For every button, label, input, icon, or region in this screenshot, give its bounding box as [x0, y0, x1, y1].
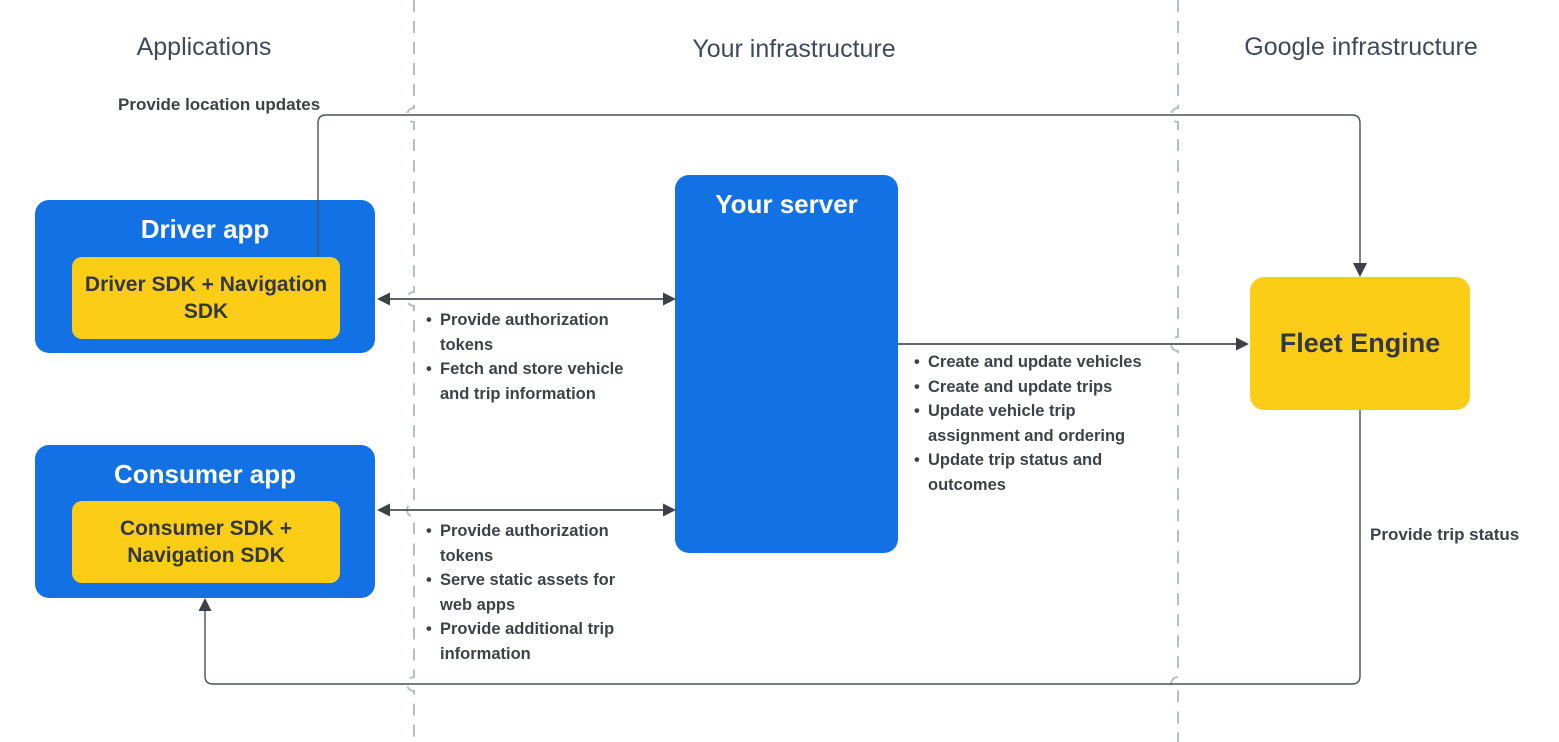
- driver-server-bullets: Provide authorization tokensFetch and st…: [424, 308, 630, 406]
- arrowhead-consumer-bottom: [198, 598, 212, 611]
- column-header-your-infrastructure: Your infrastructure: [692, 35, 896, 63]
- node-your-server: Your server: [675, 175, 898, 553]
- column-header-google-infrastructure: Google infrastructure: [1244, 33, 1478, 61]
- bullet-item: Create and update trips: [912, 375, 1152, 400]
- bullet-item: Provide authorization tokens: [424, 308, 630, 357]
- bullet-item: Update trip status and outcomes: [912, 448, 1152, 497]
- fleet-engine-title: Fleet Engine: [1279, 328, 1441, 358]
- bullet-item: Create and update vehicles: [912, 350, 1152, 375]
- consumer-sdk-box: Consumer SDK + Navigation SDK: [72, 501, 340, 583]
- bullet-item: Provide authorization tokens: [424, 519, 616, 568]
- column-divider-right: [1170, 0, 1179, 742]
- consumer-server-bullets: Provide authorization tokensServe static…: [424, 519, 616, 666]
- column-divider-left: [406, 0, 415, 742]
- edge-label-provide-trip-status: Provide trip status: [1370, 525, 1520, 544]
- edge-label-provide-location-updates: Provide location updates: [118, 95, 321, 114]
- bullet-item: Serve static assets for web apps: [424, 568, 616, 617]
- driver-sdk-box: Driver SDK + Navigation SDK: [72, 257, 340, 339]
- node-driver-app: Driver app Driver SDK + Navigation SDK: [35, 200, 375, 353]
- arrowhead-fleet-left: [1236, 337, 1249, 351]
- bullet-item: Update vehicle trip assignment and order…: [912, 399, 1152, 448]
- node-fleet-engine: Fleet Engine: [1250, 277, 1470, 410]
- node-consumer-app: Consumer app Consumer SDK + Navigation S…: [35, 445, 375, 598]
- server-fleet-bullets: Create and update vehiclesCreate and upd…: [912, 350, 1152, 497]
- arrowhead-fleet-top: [1353, 263, 1367, 277]
- bullet-item: Fetch and store vehicle and trip informa…: [424, 357, 630, 406]
- your-server-title: Your server: [715, 189, 858, 219]
- consumer-app-title: Consumer app: [113, 459, 297, 489]
- arrowhead-driver-left: [377, 292, 390, 306]
- arrowhead-consumer-left: [377, 503, 390, 517]
- bullet-item: Provide additional trip information: [424, 617, 616, 666]
- driver-app-title: Driver app: [140, 214, 270, 244]
- column-header-applications: Applications: [136, 33, 272, 61]
